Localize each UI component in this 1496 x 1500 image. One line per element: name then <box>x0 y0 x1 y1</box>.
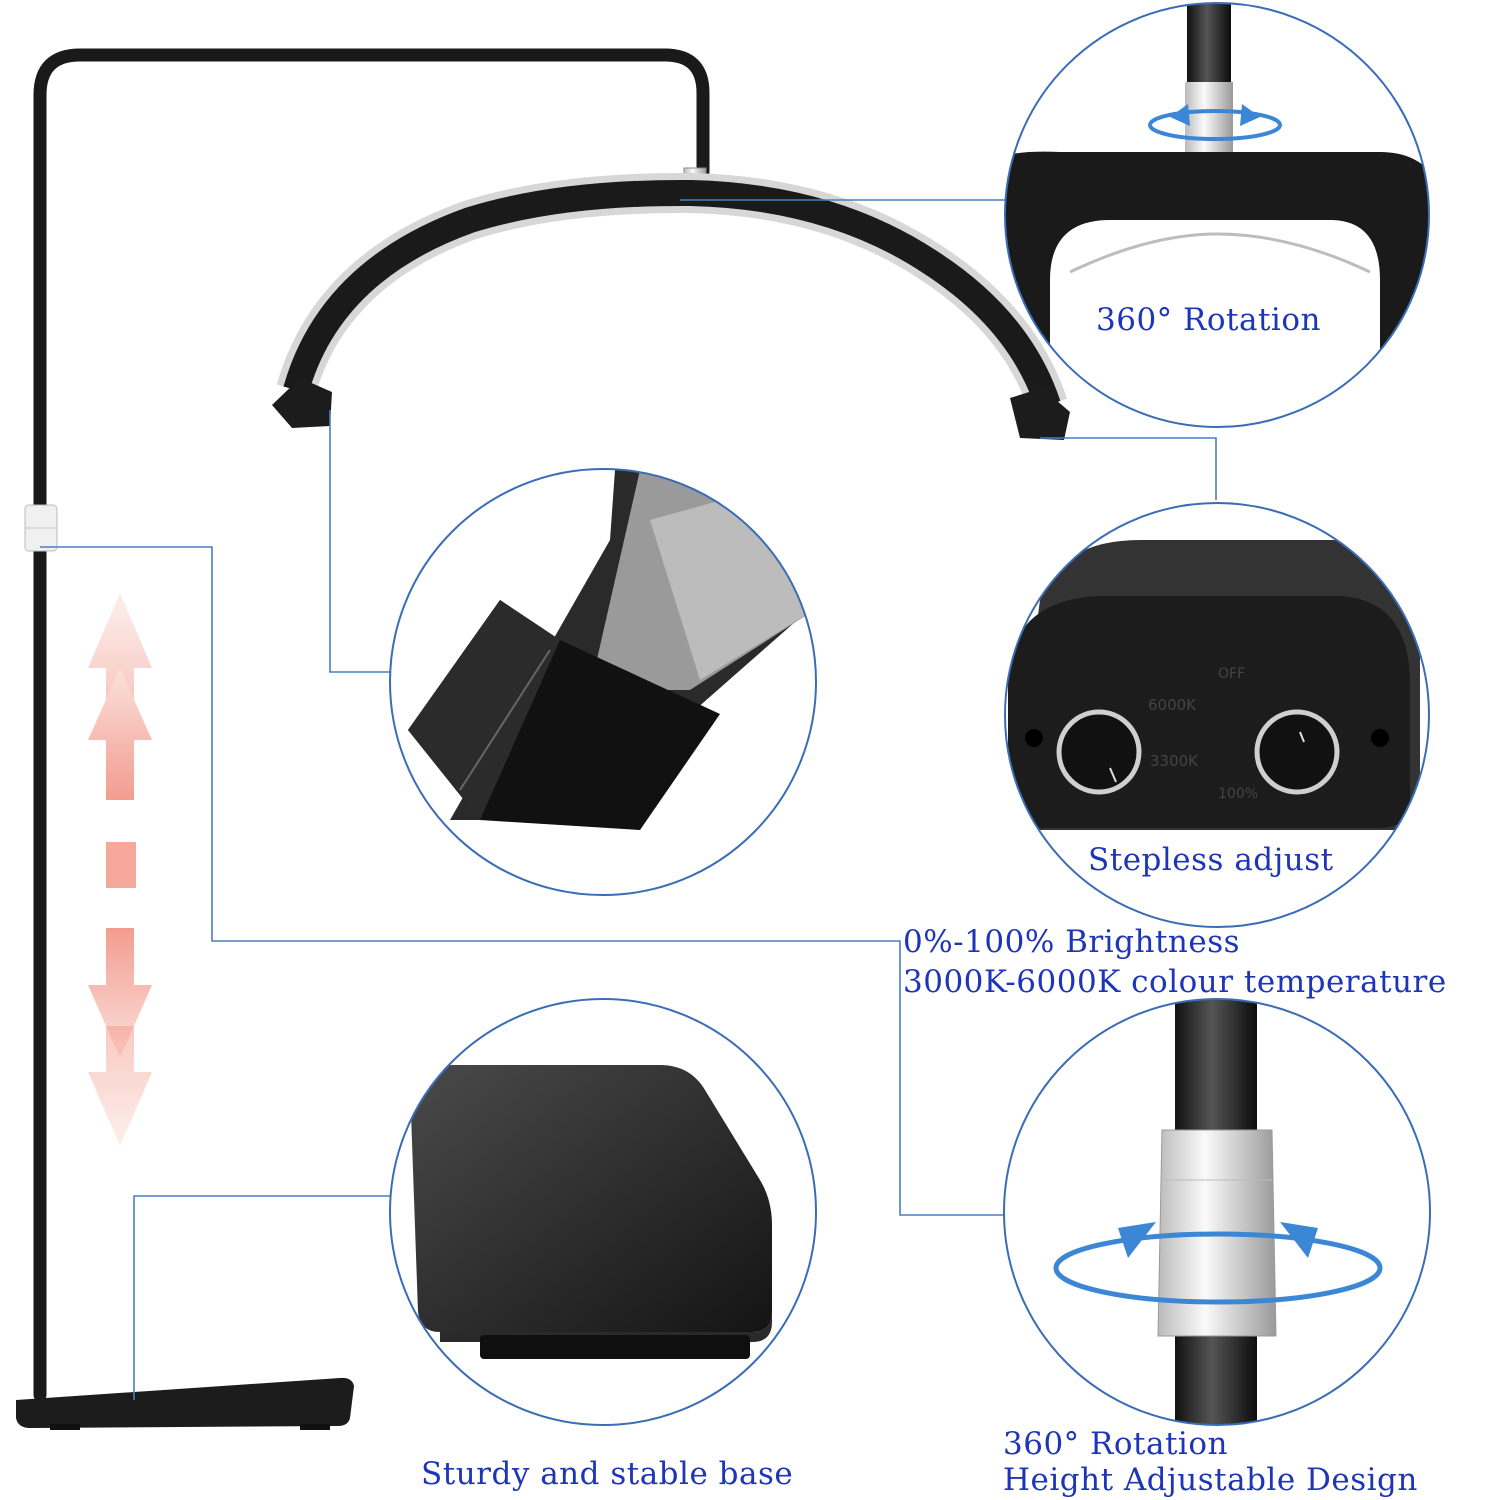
label-colour-temperature: 3000K-6000K colour temperature <box>903 964 1447 1000</box>
knob-mark-warm: 3300K <box>1150 752 1199 770</box>
detail-circle-top-rotation <box>1004 2 1430 428</box>
detail-circle-height-rotation <box>1003 998 1431 1426</box>
label-brightness: 0%-100% Brightness <box>903 924 1241 960</box>
detail-circle-end-cap <box>389 468 817 896</box>
rotation-arrow-icon <box>1148 104 1282 141</box>
label-bottom-rotation: 360° Rotation <box>1003 1426 1228 1462</box>
label-stable-base: Sturdy and stable base <box>421 1456 794 1492</box>
rotation-arrow-icon <box>1053 1222 1383 1305</box>
detail-circle-dimmer: 6000K 3300K OFF 100% <box>1004 502 1430 928</box>
leader-lines <box>40 199 1217 1400</box>
lamp-stand <box>16 48 710 1430</box>
height-adjust-arrow-icon <box>88 593 152 1146</box>
detail-circle-base <box>389 998 817 1426</box>
knob-mark-off: OFF <box>1218 666 1245 682</box>
colour-temperature-knob[interactable] <box>1056 709 1142 795</box>
half-moon-light-arc <box>272 172 1070 440</box>
brightness-knob[interactable] <box>1254 709 1340 795</box>
label-height-adjustable: Height Adjustable Design <box>1003 1462 1418 1498</box>
label-top-rotation: 360° Rotation <box>1096 302 1321 338</box>
knob-mark-full: 100% <box>1218 786 1258 802</box>
label-stepless-adjust: Stepless adjust <box>1088 842 1334 878</box>
knob-mark-cool: 6000K <box>1148 696 1197 714</box>
floor-base <box>16 1377 354 1428</box>
